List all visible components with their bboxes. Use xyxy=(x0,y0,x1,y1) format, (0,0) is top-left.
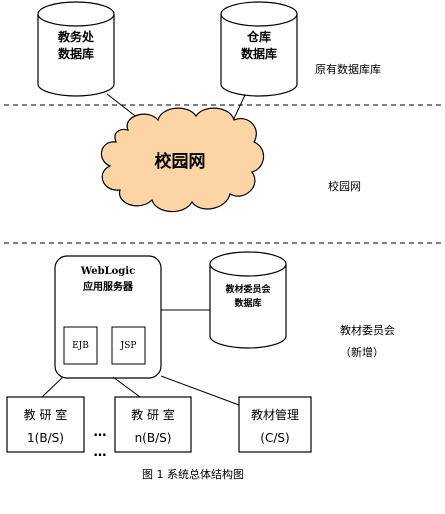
campus-network-cloud: 校园网 xyxy=(100,107,265,213)
textbook-mgmt-label-line2: (C/S) xyxy=(260,431,289,445)
office-1-label-line1: 教 研 室 xyxy=(24,407,68,422)
textbook-management: 教材管理 (C/S) xyxy=(238,396,312,453)
warehouse-database: 仓库 数据库 xyxy=(220,1,298,97)
textbook-mgmt-label-line1: 教材管理 xyxy=(251,407,299,422)
committee-db-label-line1: 教材委员会 xyxy=(224,283,271,295)
campus-network-cloud-label: 校园网 xyxy=(155,151,206,172)
jsp-label: JSP xyxy=(120,341,137,351)
link-server-to-office-n xyxy=(112,376,141,398)
app-server-label-line2: 应用服务器 xyxy=(83,280,134,293)
teaching-office-1: 教 研 室 1(B/S) xyxy=(6,396,85,453)
ellipsis-upper: … xyxy=(94,425,107,440)
office-n-label-line2: n(B/S) xyxy=(135,431,172,445)
weblogic-app-server: WebLogic 应用服务器 EJB JSP xyxy=(54,255,162,379)
warehouse-db-label-line1: 仓库 xyxy=(246,29,271,44)
existing-databases-label: 原有数据库库 xyxy=(315,62,381,76)
jsp-component xyxy=(111,326,146,365)
office-n-label-line1: 教 研 室 xyxy=(131,407,175,422)
academic-affairs-database: 教务处 数据库 xyxy=(37,1,115,97)
academic-db-label-line1: 教务处 xyxy=(57,29,95,44)
textbook-committee-label: 教材委员会 xyxy=(340,323,395,337)
ejb-label: EJB xyxy=(72,341,89,351)
figure-caption: 图 1 系统总体结构图 xyxy=(142,467,244,481)
textbook-committee-database: 教材委员会 数据库 xyxy=(209,251,287,349)
warehouse-db-label-line2: 数据库 xyxy=(241,46,277,61)
link-server-to-office-1 xyxy=(41,376,64,398)
campus-network-label: 校园网 xyxy=(328,179,361,193)
office-1-label-line2: 1(B/S) xyxy=(27,431,64,445)
committee-db-label-line2: 数据库 xyxy=(234,297,261,309)
ellipsis-lower: … xyxy=(94,445,107,460)
ejb-component xyxy=(63,326,98,365)
app-server-label-line1: WebLogic xyxy=(80,266,135,277)
teaching-office-n: 教 研 室 n(B/S) xyxy=(114,396,192,453)
new-addition-note: （新增） xyxy=(340,345,384,359)
link-server-to-textbook-mgmt xyxy=(160,375,240,406)
academic-db-label-line2: 数据库 xyxy=(58,46,94,61)
